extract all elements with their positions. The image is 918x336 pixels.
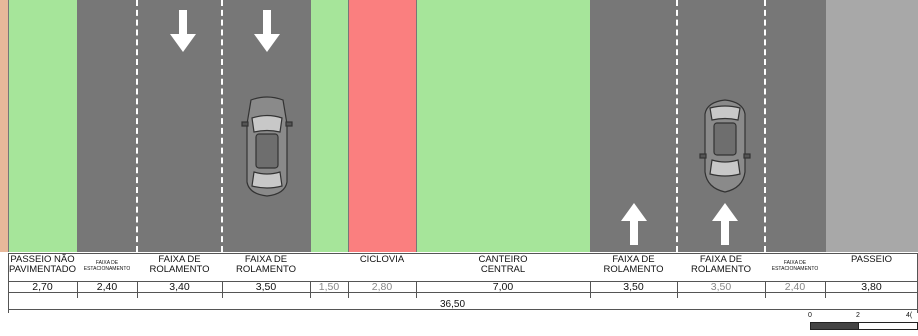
strip-faixa-estacionamento-1 [77,0,137,252]
label-passeio: PASSEIO [850,254,892,265]
label-canteiro-lateral [310,254,348,284]
width-canteiro-lateral: 1,50 [318,281,340,293]
strip-canteiro-central [416,0,590,252]
left-border-strip [0,0,8,252]
width-ciclovia: 2,80 [371,281,393,293]
width-passeio: 3,80 [861,281,882,293]
width-faixa-estacionamento-1: 2,40 [96,281,118,293]
label-faixa-estacionamento-1: FAIXA DE ESTACIONAMENTO [83,260,131,272]
label-faixa-rolamento-4: FAIXA DE ROLAMENTO [690,254,751,275]
arrow-up-icon [621,203,647,245]
label-faixa-rolamento-3: FAIXA DE ROLAMENTO [603,254,664,275]
label-canteiro-central: CANTEIRO CENTRAL [478,254,528,275]
width-faixa-rolamento-1: 3,40 [169,281,190,293]
lane-divider [676,0,678,252]
label-faixa-rolamento-1: FAIXA DE ROLAMENTO [149,254,210,275]
lane-divider [221,0,223,252]
strip-passeio-nao-pavimentado [8,0,77,252]
label-ciclovia: CICLOVIA [359,254,405,265]
car-icon [699,99,751,193]
width-faixa-rolamento-4: 3,50 [710,281,732,293]
width-canteiro-central: 7,00 [492,281,514,293]
lane-divider [764,0,766,252]
scale-label-4: 4( [906,312,913,319]
width-faixa-rolamento-2: 3,50 [255,281,277,293]
lane-divider [136,0,138,252]
arrow-down-icon [254,10,280,52]
label-faixa-estacionamento-2: FAIXA DE ESTACIONAMENTO [771,260,819,272]
strip-faixa-estacionamento-2 [765,0,825,252]
total-width-value: 36,50 [440,299,466,310]
width-faixa-estacionamento-2: 2,40 [784,281,806,293]
strip-canteiro-lateral [310,0,348,252]
width-passeio-nao-pavimentado: 2,70 [32,281,53,293]
arrow-up-icon [712,203,738,245]
scale-label-2: 2 [856,312,860,319]
scale-label-0: 0 [808,312,812,319]
road-cross-section-plan [0,0,918,252]
width-faixa-rolamento-3: 3,50 [623,281,644,293]
strip-passeio [825,0,918,252]
label-faixa-rolamento-2: FAIXA DE ROLAMENTO [235,254,296,275]
arrow-down-icon [170,10,196,52]
strip-ciclovia [348,0,416,252]
car-icon [241,96,293,197]
label-passeio-nao-pavimentado: PASSEIO NÃO PAVIMENTADO [8,254,77,275]
